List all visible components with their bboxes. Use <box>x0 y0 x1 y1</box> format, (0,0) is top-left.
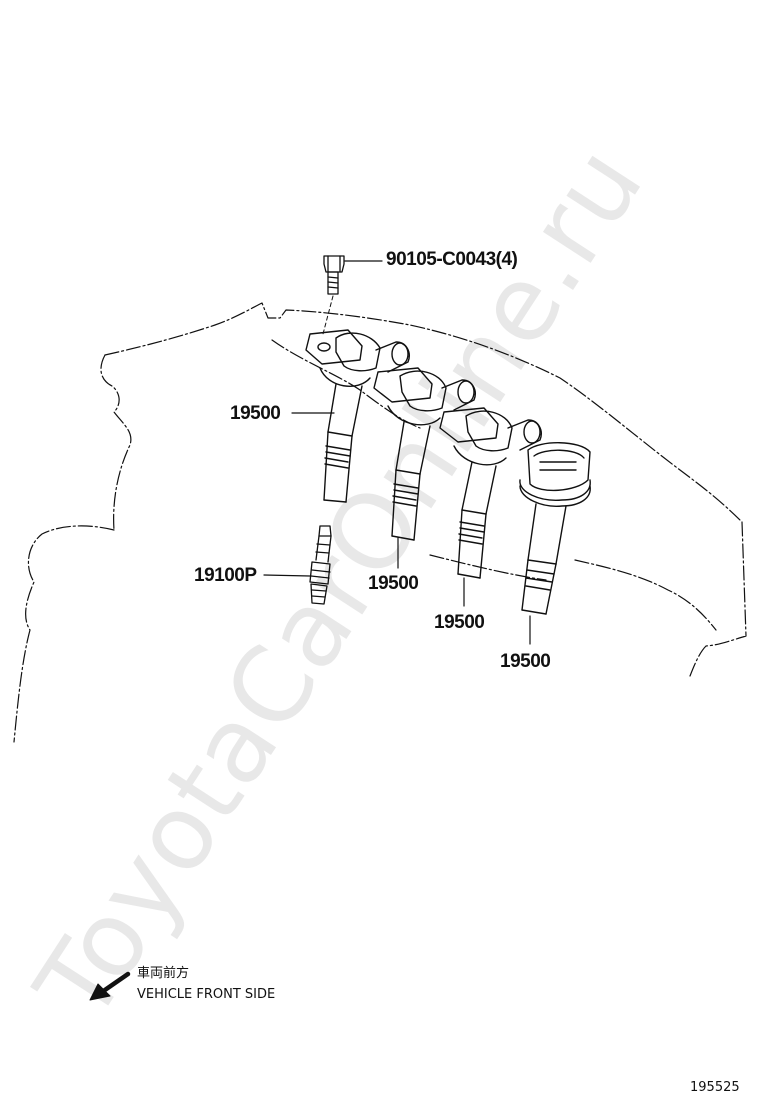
ignition-coil-2 <box>373 367 476 541</box>
engine-outline <box>13 302 747 743</box>
label-coil-2: 19500 <box>368 573 419 594</box>
ignition-coil-1 <box>305 329 410 503</box>
illustration-number: 195525 <box>690 1080 740 1095</box>
label-coil-3: 19500 <box>434 612 485 633</box>
label-coil-1: 19500 <box>230 403 281 424</box>
direction-japanese: 車両前方 <box>137 966 190 981</box>
ignition-coil-3 <box>439 407 542 579</box>
label-spark-plug: 19100P <box>194 565 257 586</box>
ignition-coil-4 <box>519 442 591 615</box>
label-coil-4: 19500 <box>500 651 551 672</box>
label-bolt: 90105-C0043(4) <box>386 249 518 270</box>
spark-plug-19100P <box>309 525 332 605</box>
vehicle-front-arrow-icon <box>89 971 131 1001</box>
direction-english: VEHICLE FRONT SIDE <box>137 987 276 1002</box>
bolt-90105-C0043 <box>322 255 345 335</box>
leader-lines <box>263 260 531 645</box>
